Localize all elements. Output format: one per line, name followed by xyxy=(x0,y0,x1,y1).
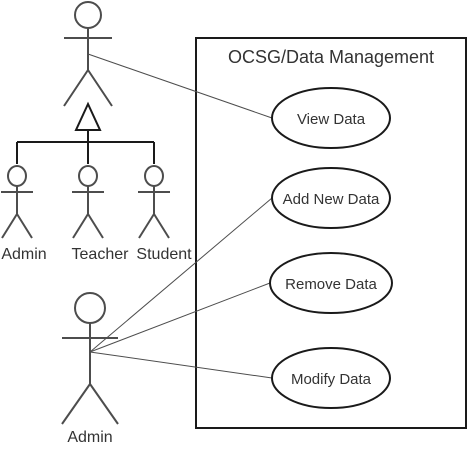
use-case-remove-data: Remove Data xyxy=(269,252,393,314)
use-case-ellipse xyxy=(271,87,391,149)
student-actor xyxy=(138,165,170,239)
actor-left-leg xyxy=(72,213,89,239)
system-title: OCSG/Data Management xyxy=(228,47,434,67)
use-case-ellipse xyxy=(269,252,393,314)
generalization xyxy=(16,101,155,164)
use-case-ellipse xyxy=(271,347,391,409)
actor-head xyxy=(144,165,164,187)
use-case-add-new-data: Add New Data xyxy=(271,167,391,229)
association-admin-remove-data xyxy=(89,282,271,353)
association-admin-modify-data xyxy=(89,351,273,379)
actor-head xyxy=(78,165,98,187)
actor-head xyxy=(74,1,102,29)
actor-right-leg xyxy=(89,383,119,425)
generalization-arrowhead xyxy=(74,101,102,131)
actor-left-leg xyxy=(63,69,89,107)
actor-left-leg xyxy=(1,213,18,239)
use-case-ellipse xyxy=(271,167,391,229)
association-generic-view-data xyxy=(87,53,273,119)
use-case-label: Add New Data xyxy=(283,191,380,208)
actor-right-leg xyxy=(153,213,170,239)
admin-actor-main xyxy=(61,292,119,425)
teacher-label: Teacher xyxy=(72,246,130,263)
association-admin-add-new-data xyxy=(89,197,273,353)
generic-actor xyxy=(63,1,113,107)
actor-right-leg xyxy=(87,69,113,107)
association-lines xyxy=(87,53,273,379)
admin-actor-small xyxy=(1,165,33,239)
actor-left-leg xyxy=(61,383,91,425)
student-label: Student xyxy=(136,246,192,263)
use-case-label: View Data xyxy=(297,111,366,128)
use-case-view-data: View Data xyxy=(271,87,391,149)
actor-left-leg xyxy=(138,213,155,239)
actor-right-leg xyxy=(87,213,104,239)
admin-main-label: Admin xyxy=(67,429,112,446)
actor-right-leg xyxy=(16,213,33,239)
system-boundary xyxy=(195,37,467,429)
use-case-label: Remove Data xyxy=(285,276,377,293)
actor-head xyxy=(74,292,106,324)
actor-head xyxy=(7,165,27,187)
use-case-modify-data: Modify Data xyxy=(271,347,391,409)
teacher-actor xyxy=(72,165,104,239)
use-case-label: Modify Data xyxy=(291,371,372,388)
admin-small-label: Admin xyxy=(1,246,46,263)
